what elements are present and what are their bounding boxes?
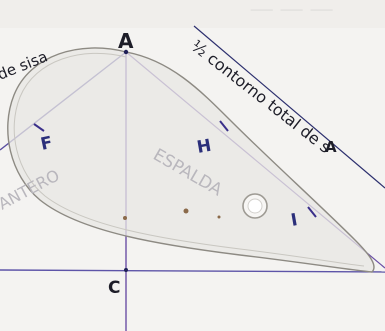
label-point-a-right: A (325, 138, 337, 156)
label-point-c: C (108, 278, 120, 298)
tick-f (33, 123, 45, 132)
label-measure-h: H (195, 136, 212, 158)
horizontal-baseline (0, 269, 385, 273)
top-diagonal-guide (193, 25, 385, 189)
speck-3 (217, 215, 221, 219)
bleed-through-text: ⸺ ⸺ ⸺ (250, 2, 334, 18)
speck-1 (183, 208, 189, 214)
teardrop-template-fill (7, 47, 375, 273)
tick-h (219, 120, 229, 132)
teardrop-template-inner-edge (13, 52, 365, 267)
point-c-dot (124, 268, 128, 272)
paper-shadow-top (0, 0, 385, 28)
label-point-a: A (118, 29, 134, 53)
point-a-dot (123, 49, 129, 55)
template-hole-inner (247, 198, 263, 214)
label-measure-i: I (289, 210, 299, 231)
tick-i (307, 206, 317, 218)
label-measure-f: F (39, 133, 55, 155)
speck-2 (123, 216, 127, 220)
